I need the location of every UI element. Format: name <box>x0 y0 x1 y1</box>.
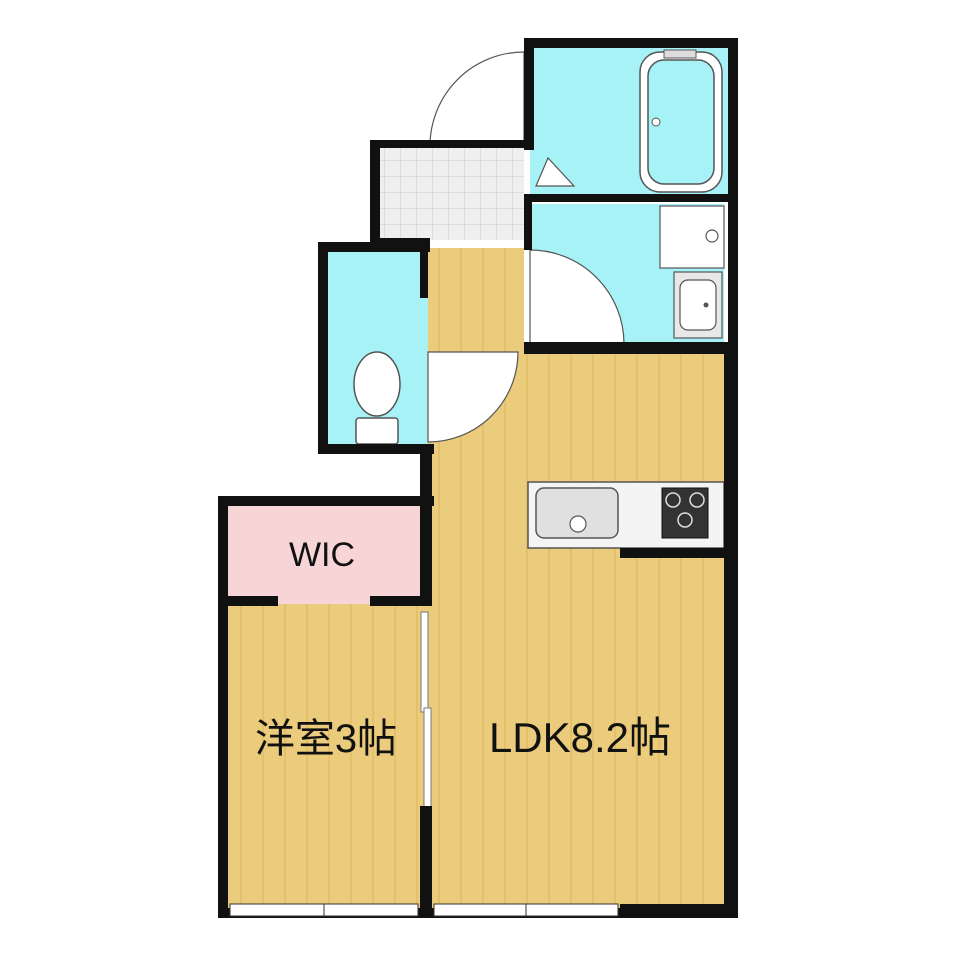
wall <box>620 548 728 558</box>
wall <box>420 248 428 298</box>
toilet-fixture <box>353 351 401 445</box>
wall <box>524 38 738 48</box>
wic-floor <box>226 506 428 604</box>
washroom-door-swing <box>529 249 625 345</box>
wall <box>318 444 434 454</box>
ldk-floor <box>428 350 728 910</box>
sliding-door-panel-lower <box>423 707 432 809</box>
wic-label: WIC <box>289 536 355 574</box>
bath-floor-triangle <box>535 156 576 187</box>
wall <box>370 140 380 244</box>
washing-machine-drain-icon <box>705 229 719 243</box>
wall <box>218 496 434 506</box>
wall <box>524 38 534 150</box>
washbasin-bowl <box>679 279 717 331</box>
wall <box>420 806 432 918</box>
western-room-label: 洋室3帖 <box>255 717 397 761</box>
entrance-floor <box>376 148 524 240</box>
bathtub <box>639 49 723 193</box>
kitchen-counter <box>527 481 725 549</box>
walls <box>218 38 738 918</box>
western-room-floor <box>226 604 428 910</box>
drain-icon <box>651 117 661 127</box>
wall <box>724 342 738 918</box>
sliding-door-panel-upper <box>420 611 429 713</box>
wall <box>620 904 738 918</box>
wall <box>370 596 430 606</box>
wall <box>318 242 328 454</box>
toilet-tank <box>355 417 399 445</box>
wall <box>218 496 228 918</box>
kitchen-sink-icon <box>535 487 619 539</box>
entrance-door-swing <box>429 51 525 147</box>
wall <box>524 342 734 354</box>
toilet-door-swing <box>427 351 519 443</box>
hallway-floor <box>428 248 524 352</box>
room-labels: WIC 洋室3帖 LDK8.2帖 <box>255 536 671 761</box>
ldk-label: LDK8.2帖 <box>489 714 671 761</box>
toilet-bowl-icon <box>353 351 401 417</box>
wall <box>524 194 734 202</box>
wall <box>370 140 526 148</box>
faucet-icon <box>663 49 697 59</box>
wall <box>318 242 430 252</box>
windows <box>229 903 619 917</box>
doors <box>427 51 625 443</box>
wall <box>420 446 432 606</box>
sliding-door <box>420 611 432 809</box>
fixtures <box>353 49 725 549</box>
wall <box>218 596 278 606</box>
wall <box>524 202 532 250</box>
